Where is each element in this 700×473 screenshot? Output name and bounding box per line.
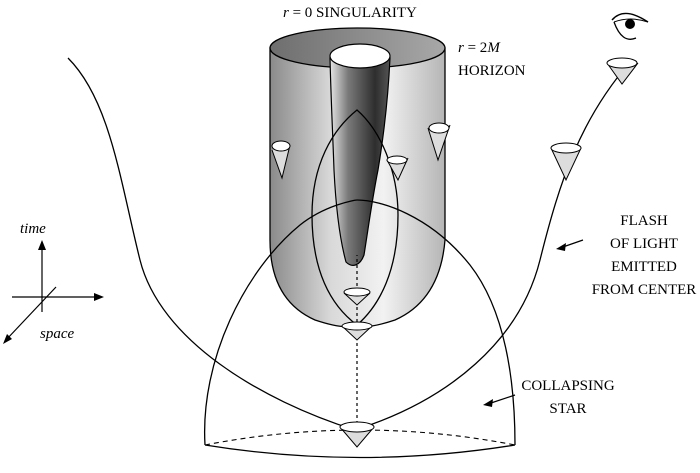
spacetime-axes [3, 240, 104, 344]
flash-label-4: FROM CENTER [592, 282, 697, 298]
collapsing-star-surface [203, 199, 516, 446]
flash-label-3: EMITTED [611, 259, 677, 275]
inner-light-surface [311, 109, 399, 326]
horizon-label-line1: r = 2M [458, 40, 501, 56]
light-cone-icon [339, 57, 639, 448]
star-arrow [483, 394, 516, 407]
horizon-label-line2: HORIZON [458, 63, 526, 79]
star-label-1: COLLAPSING [521, 378, 615, 394]
star-base-front [204, 444, 516, 459]
star-label-2: STAR [549, 401, 586, 417]
flash-arrow [556, 239, 584, 251]
flash-label-1: FLASH [620, 213, 668, 229]
singularity-label: r = 0 SINGULARITY [283, 5, 417, 21]
eye-icon [611, 12, 649, 40]
flash-label-2: OF LIGHT [610, 236, 678, 252]
time-axis-label: time [20, 221, 46, 237]
singularity-column [329, 43, 391, 266]
space-axis-label: space [40, 326, 74, 342]
